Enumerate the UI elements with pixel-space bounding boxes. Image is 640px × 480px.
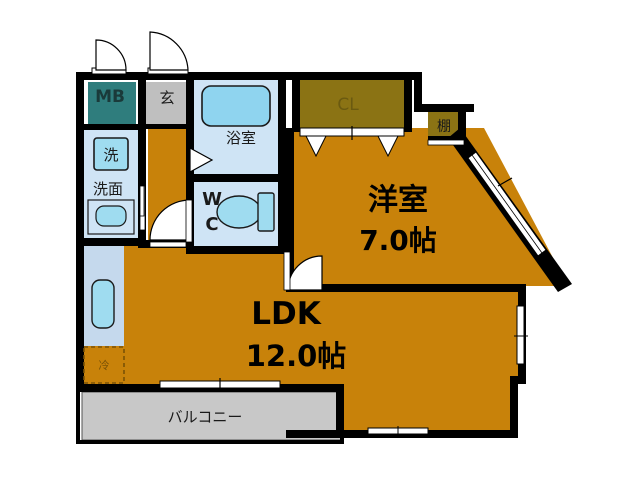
bedroom-name-label: 洋室: [368, 183, 428, 218]
washroom-slot-frame: [139, 185, 145, 217]
washer-label: 洗: [103, 146, 118, 164]
door-entrance-swing: [149, 31, 189, 71]
wall-ldk-east-lower: [510, 376, 518, 438]
wall-bath-right: [278, 72, 286, 254]
vanity-basin: [95, 205, 127, 227]
door-wc-leaf: [185, 199, 193, 243]
window-balcony: [159, 378, 281, 391]
balcony-label: バルコニー: [168, 408, 243, 426]
toilet-label-c: C: [205, 214, 218, 235]
door-closet: [299, 126, 405, 158]
opening-hall-ldk-sill: [149, 241, 187, 248]
wall-balcony-left: [76, 384, 80, 444]
meter-box-fill: [88, 82, 136, 124]
wall-washroom-bottom: [76, 238, 144, 246]
toilet-tank: [257, 192, 275, 232]
refrigerator-placement: [83, 346, 125, 384]
wall-top-main: [76, 72, 422, 80]
door-shelf-opening: [427, 139, 465, 146]
bathtub: [201, 85, 271, 127]
wall-closet-right: [404, 78, 412, 132]
door-bathroom: [189, 146, 214, 174]
door-closet-fold-right: [377, 135, 399, 158]
wall-wc-bottom: [186, 246, 286, 254]
opening-hall-ldk: [149, 241, 187, 248]
wall-washroom-top: [76, 124, 144, 130]
refrigerator-label: 冷: [99, 359, 110, 372]
window-ldk-east-frame: [516, 305, 525, 365]
window-ldk-east: [514, 305, 528, 365]
washing-machine-pan: [93, 137, 129, 171]
door-wc: [149, 199, 193, 243]
wall-shelf-bottom: [428, 136, 464, 142]
wall-left-outer: [76, 72, 84, 392]
closet-label: CL: [337, 95, 359, 115]
bedroom-size-label: 7.0帖: [359, 224, 437, 257]
washbasin-label: 洗面: [93, 180, 123, 198]
toilet-label-w: W: [202, 189, 222, 210]
entrance-label: 玄: [159, 89, 174, 107]
wall-top-step-v: [414, 72, 422, 112]
shelf-label: 棚: [437, 119, 451, 135]
ldk-floor-east: [286, 292, 524, 434]
wall-bedroom-west: [286, 128, 294, 292]
bedroom-floor: [292, 128, 568, 286]
toilet-bowl: [216, 195, 262, 229]
ldk-name-label: LDK: [251, 296, 321, 332]
door-closet-fold-left: [305, 135, 327, 158]
door-entrance: [147, 31, 189, 75]
wall-closet-left: [292, 72, 300, 132]
door-bedroom: [283, 251, 323, 291]
door-bathroom-folding: [189, 146, 214, 174]
meter-box-label: MB: [95, 87, 125, 107]
bathroom-label: 浴室: [226, 129, 256, 147]
windows: [139, 151, 547, 437]
wall-entrance-left: [138, 78, 146, 126]
wall-entrance-bottom: [146, 124, 192, 129]
wall-top-shelf: [414, 104, 474, 112]
door-meter-box-swing: [95, 39, 127, 71]
kitchen-sink: [91, 279, 115, 329]
window-ldk-south: [367, 426, 429, 437]
entrance-fill: [146, 82, 190, 124]
window-bedroom-diagonal-mullion: [497, 177, 513, 187]
ldk-size-label: 12.0帖: [246, 339, 347, 373]
fixtures: [83, 85, 275, 384]
wall-ldk-balcony-divider: [336, 384, 344, 438]
window-bedroom-diagonal: [467, 151, 547, 257]
window-bedroom-diagonal-centerline: [471, 154, 543, 254]
wall-shelf-right: [458, 104, 466, 140]
closet-fill: [298, 78, 406, 130]
door-shelf: [427, 139, 465, 146]
wall-balcony-bottom: [76, 440, 344, 444]
labels: 洋室 7.0帖 LDK 12.0帖 MB 玄 浴室 洗面 洗 W C CL 棚 …: [93, 87, 451, 426]
door-bedroom-leaf: [283, 251, 291, 291]
wall-bedroom-south: [286, 284, 526, 292]
window-washroom-slot: [139, 185, 145, 217]
wall-bath-wc-divider: [186, 174, 286, 182]
door-meter-box: [91, 39, 127, 75]
